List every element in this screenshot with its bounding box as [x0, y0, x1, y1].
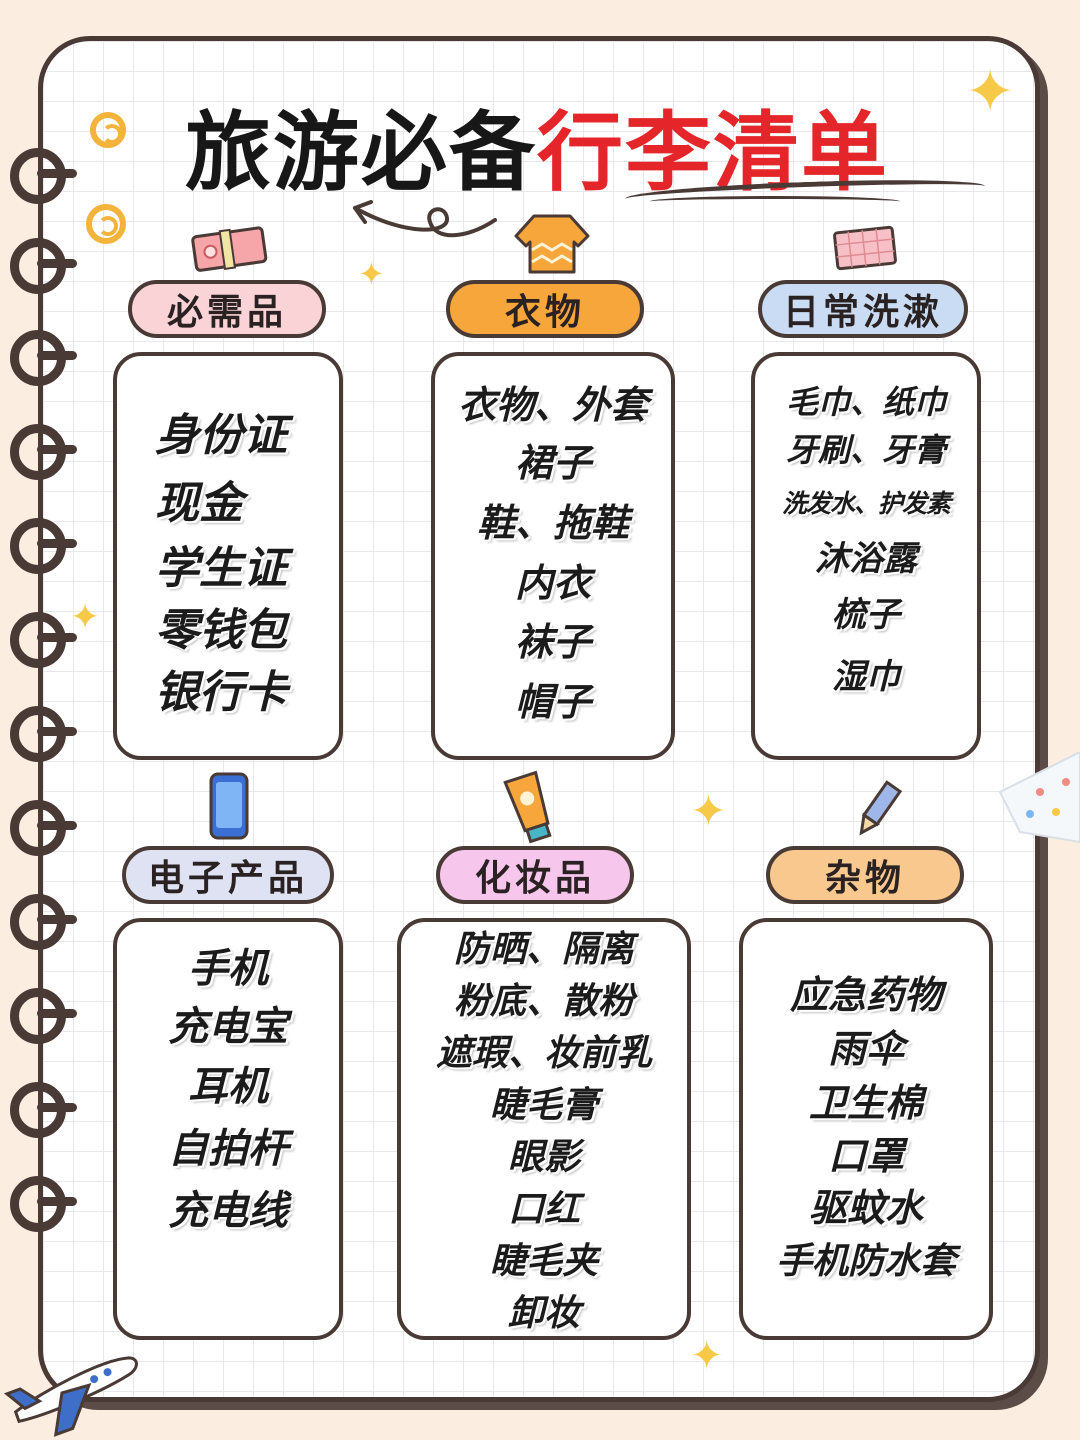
list-item: 裙子: [514, 441, 591, 485]
list-item: 衣物、外套: [457, 383, 648, 427]
item-list: 手机 充电宝 耳机 自拍杆 充电线: [117, 940, 339, 1242]
list-item: 梳子: [832, 595, 900, 635]
list-item: 自拍杆: [168, 1126, 288, 1172]
list-card-clothing: 衣物、外套 裙子 鞋、拖鞋 内衣 袜子 帽子: [431, 352, 675, 760]
sun-icon: [86, 204, 126, 244]
section-label-misc: 杂物: [766, 846, 964, 904]
section-label-clothing: 衣物: [446, 280, 644, 338]
list-card-essentials: 身份证 现金 学生证 零钱包 银行卡: [113, 352, 343, 760]
sparkle-icon: ✦: [690, 786, 727, 837]
list-item: 牙刷、牙膏: [785, 431, 946, 469]
item-list: 身份证 现金 学生证 零钱包 银行卡: [117, 402, 339, 724]
list-item: 遮瑕、妆前乳: [435, 1033, 652, 1074]
sunscreen-icon: [503, 770, 552, 844]
list-item: 耳机: [188, 1064, 268, 1110]
binder-ring: [10, 1176, 77, 1232]
tape-decoration: [998, 752, 1080, 844]
binder-ring: [10, 424, 77, 480]
list-item: 手机防水套: [775, 1241, 956, 1282]
binder-ring: [10, 238, 77, 294]
item-list: 应急药物 雨伞 卫生棉 口罩 驱蚊水 手机防水套: [743, 968, 989, 1290]
list-item: 粉底、散粉: [453, 981, 634, 1022]
money-icon: [191, 226, 268, 272]
section-label-electronics: 电子产品: [122, 846, 334, 904]
binder-ring: [10, 706, 77, 762]
list-item: 防晒、隔离: [453, 929, 634, 970]
list-item: 现金: [155, 478, 243, 529]
list-item: 口罩: [827, 1134, 904, 1178]
list-item: 充电宝: [168, 1004, 288, 1050]
list-item: 零钱包: [155, 605, 287, 656]
binder-ring: [10, 894, 77, 950]
list-item: 学生证: [155, 543, 287, 594]
section-label-essentials: 必需品: [128, 280, 326, 338]
list-item: 手机: [188, 946, 268, 992]
sparkle-icon: ✦: [690, 1333, 724, 1379]
list-card-misc: 应急药物 雨伞 卫生棉 口罩 驱蚊水 手机防水套: [739, 918, 993, 1340]
title-underline: [650, 196, 900, 207]
item-list: 衣物、外套 裙子 鞋、拖鞋 内衣 袜子 帽子: [435, 376, 671, 732]
list-item: 帽子: [514, 680, 591, 724]
pencil-icon: [859, 780, 903, 836]
page-title: 旅游必备行李清单: [185, 82, 889, 207]
curly-arrow-icon: [353, 200, 497, 238]
binder-ring: [10, 612, 77, 668]
list-item: 驱蚊水: [808, 1186, 923, 1230]
list-item: 口红: [507, 1189, 580, 1230]
list-item: 卫生棉: [808, 1081, 923, 1125]
list-item: 鞋、拖鞋: [476, 501, 629, 545]
sweater-icon: [514, 214, 590, 274]
binder-ring: [10, 1082, 77, 1138]
section-label-toiletries: 日常洗漱: [758, 280, 968, 338]
airplane-icon: [3, 1356, 138, 1437]
list-item: 袜子: [514, 620, 591, 664]
title-red-part: 行李清单: [537, 103, 889, 203]
towel-icon: [833, 225, 897, 271]
list-item: 卸妆: [507, 1293, 580, 1334]
section-label-cosmetics: 化妆品: [436, 846, 634, 904]
item-list: 防晒、隔离 粉底、散粉 遮瑕、妆前乳 睫毛膏 眼影 口红 睫毛夹 卸妆: [401, 924, 687, 1340]
item-list: 毛巾、纸巾 牙刷、牙膏 洗发水、护发素 沐浴露 梳子 湿巾: [755, 378, 977, 708]
list-item: 洗发水、护发素: [781, 489, 951, 518]
list-card-electronics: 手机 充电宝 耳机 自拍杆 充电线: [113, 918, 343, 1340]
binder-ring: [10, 800, 77, 856]
list-item: 睫毛膏: [489, 1085, 598, 1126]
list-item: 湿巾: [832, 657, 900, 697]
list-item: 毛巾、纸巾: [785, 383, 946, 421]
binder-ring: [10, 330, 77, 386]
list-item: 应急药物: [789, 973, 942, 1017]
list-item: 身份证: [155, 410, 287, 461]
sun-icon: [90, 112, 126, 148]
phone-icon: [209, 772, 249, 840]
binder-ring: [10, 148, 77, 204]
list-card-cosmetics: 防晒、隔离 粉底、散粉 遮瑕、妆前乳 睫毛膏 眼影 口红 睫毛夹 卸妆: [397, 918, 691, 1340]
title-black-part: 旅游必备: [185, 103, 537, 203]
sparkle-icon: ✦: [965, 57, 1016, 127]
sparkle-icon: ✦: [358, 255, 385, 293]
sparkle-icon: ✦: [70, 597, 101, 638]
list-item: 沐浴露: [815, 539, 917, 579]
list-card-toiletries: 毛巾、纸巾 牙刷、牙膏 洗发水、护发素 沐浴露 梳子 湿巾: [751, 352, 981, 760]
list-item: 内衣: [514, 561, 591, 605]
binder-ring: [10, 518, 77, 574]
list-item: 银行卡: [155, 667, 287, 718]
list-item: 充电线: [168, 1188, 288, 1234]
list-item: 眼影: [507, 1137, 580, 1178]
list-item: 雨伞: [827, 1027, 904, 1071]
list-item: 睫毛夹: [489, 1241, 598, 1282]
binder-ring: [10, 988, 77, 1044]
